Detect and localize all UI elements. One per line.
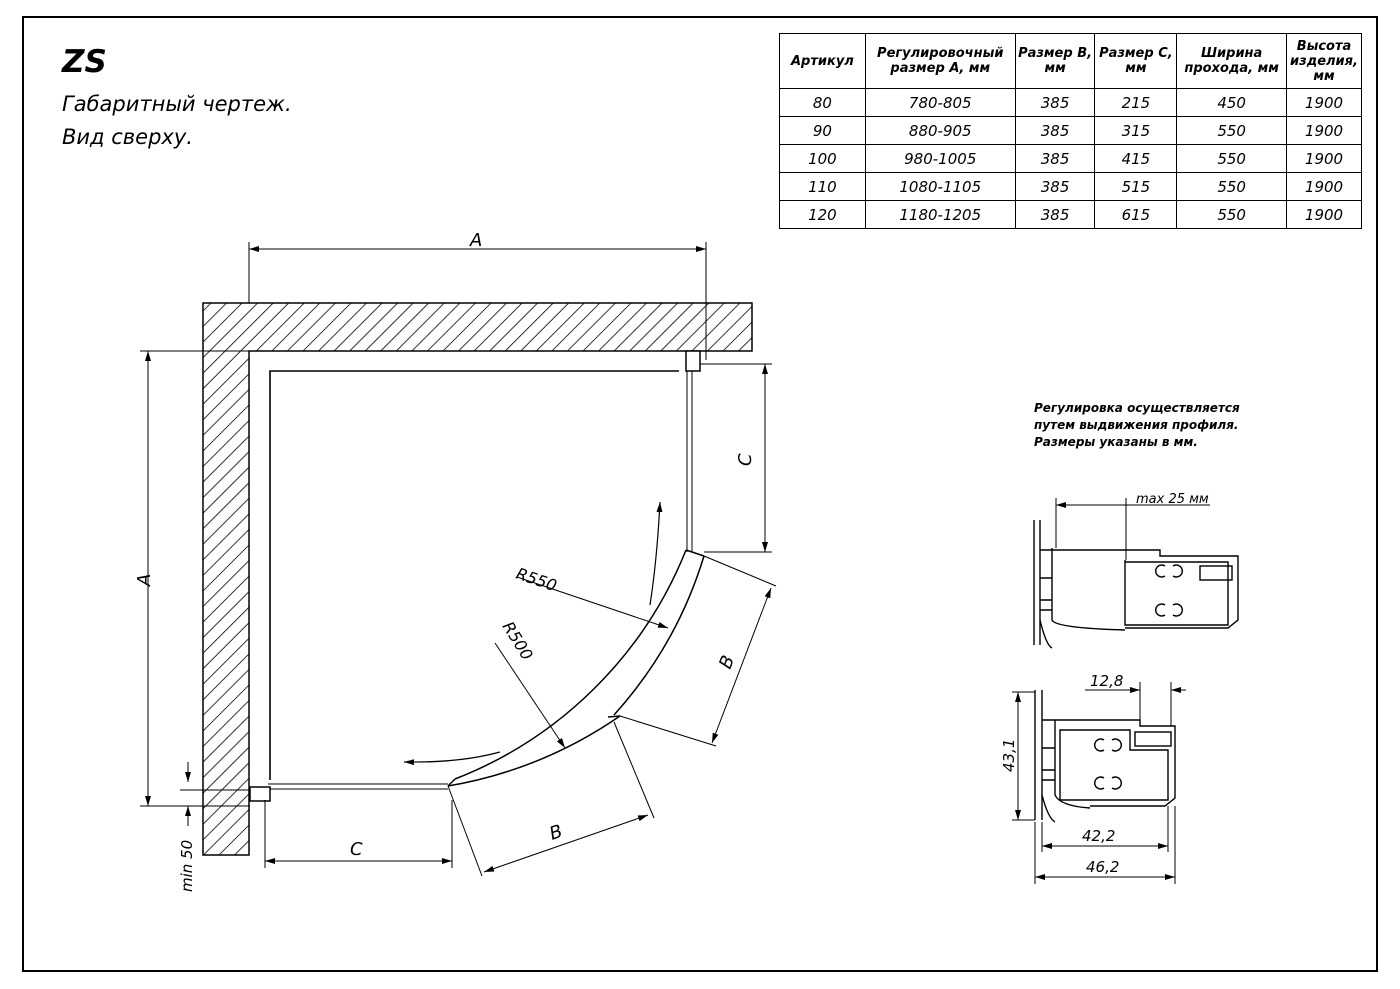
- subtitle-line-1: Габаритный чертеж.: [62, 92, 292, 116]
- note-line-1: Регулировка осуществляется: [1034, 401, 1240, 415]
- profile-detail-max-dims: [1012, 682, 1186, 884]
- wall-profile-top: [685, 350, 701, 372]
- table-cell: 1180-1205: [864, 200, 1016, 229]
- table-cell: 215: [1094, 88, 1178, 117]
- label-c-bottom: C: [350, 839, 363, 860]
- wall-hatched: [202, 302, 753, 856]
- specification-table: Артикул Регулировочный размер А, мм Разм…: [779, 33, 1362, 229]
- door-joint: [607, 715, 621, 718]
- drawing-frame: [22, 16, 1378, 972]
- glass-panel-bottom: [268, 783, 448, 790]
- table-cell: 315: [1094, 116, 1178, 145]
- note-line-3: Размеры указаны в мм.: [1034, 435, 1198, 449]
- door-end-b: [447, 778, 456, 787]
- table-header-row: Артикул Регулировочный размер А, мм Разм…: [779, 33, 1362, 89]
- label-min50: min 50: [178, 840, 196, 892]
- table-cell: 385: [1014, 116, 1096, 145]
- table-row: 120 1180-1205 385 615 550 1900: [779, 200, 1362, 229]
- label-b-right: B: [715, 653, 739, 672]
- table-cell: 1080-1105: [864, 172, 1016, 201]
- label-42-2: 42,2: [1082, 827, 1115, 845]
- table-cell: 90: [779, 116, 866, 145]
- header-passage-width: Ширина прохода, мм: [1176, 33, 1287, 89]
- table-cell: 385: [1014, 200, 1096, 229]
- slide-arrow-up: [649, 501, 663, 606]
- tray-outline: [269, 370, 679, 780]
- table-cell: 385: [1014, 172, 1096, 201]
- curved-door-outer: [613, 555, 705, 716]
- drawing-title: ZS: [62, 44, 107, 80]
- profile-detail-max: [1034, 690, 1176, 823]
- table-cell: 1900: [1286, 144, 1362, 173]
- subtitle-line-2: Вид сверху.: [62, 125, 193, 149]
- table-cell: 980-1005: [864, 144, 1016, 173]
- slide-arrow-left: [403, 751, 501, 766]
- table-cell: 550: [1176, 172, 1287, 201]
- profile-detail-max-labels: 12,8 43,1 42,2 46,2: [1000, 672, 1123, 876]
- wall-profile-left: [249, 786, 271, 802]
- curved-door-outer-2: [447, 715, 621, 787]
- label-a-top: A: [469, 230, 482, 251]
- adjustment-note: Регулировка осуществляется путем выдвиже…: [1034, 400, 1240, 451]
- label-12-8: 12,8: [1090, 672, 1123, 690]
- table-cell: 120: [779, 200, 866, 229]
- profile-detail-min: [1033, 520, 1239, 649]
- glass-panel-right: [686, 364, 693, 552]
- header-height: Высота изделия, мм: [1286, 33, 1362, 89]
- note-line-2: путем выдвижения профиля.: [1034, 418, 1239, 432]
- label-46-2: 46,2: [1086, 858, 1119, 876]
- label-43-1: 43,1: [1000, 739, 1018, 772]
- table-row: 80 780-805 385 215 450 1900: [779, 88, 1362, 117]
- table-row: 110 1080-1105 385 515 550 1900: [779, 172, 1362, 201]
- header-size-c: Размер С, мм: [1094, 33, 1178, 89]
- door-end-a: [685, 549, 705, 557]
- table-cell: 1900: [1286, 88, 1362, 117]
- header-size-a: Регулировочный размер А, мм: [864, 33, 1016, 89]
- curved-door-inner: [454, 549, 687, 780]
- table-cell: 80: [779, 88, 866, 117]
- label-a-left: A: [134, 574, 155, 587]
- label-c-right: C: [735, 453, 756, 466]
- table-cell: 550: [1176, 200, 1287, 229]
- table-cell: 615: [1094, 200, 1178, 229]
- table-cell: 450: [1176, 88, 1287, 117]
- table-row: 100 980-1005 385 415 550 1900: [779, 144, 1362, 173]
- table-cell: 1900: [1286, 200, 1362, 229]
- table-cell: 385: [1014, 88, 1096, 117]
- profile-detail-min-dims: [1055, 498, 1210, 560]
- label-b-bottom: B: [547, 821, 566, 845]
- plan-view: [202, 302, 753, 856]
- label-max-25: max 25 мм: [1136, 492, 1209, 507]
- plan-dimensions: [140, 242, 777, 877]
- label-r550: R550: [514, 564, 560, 596]
